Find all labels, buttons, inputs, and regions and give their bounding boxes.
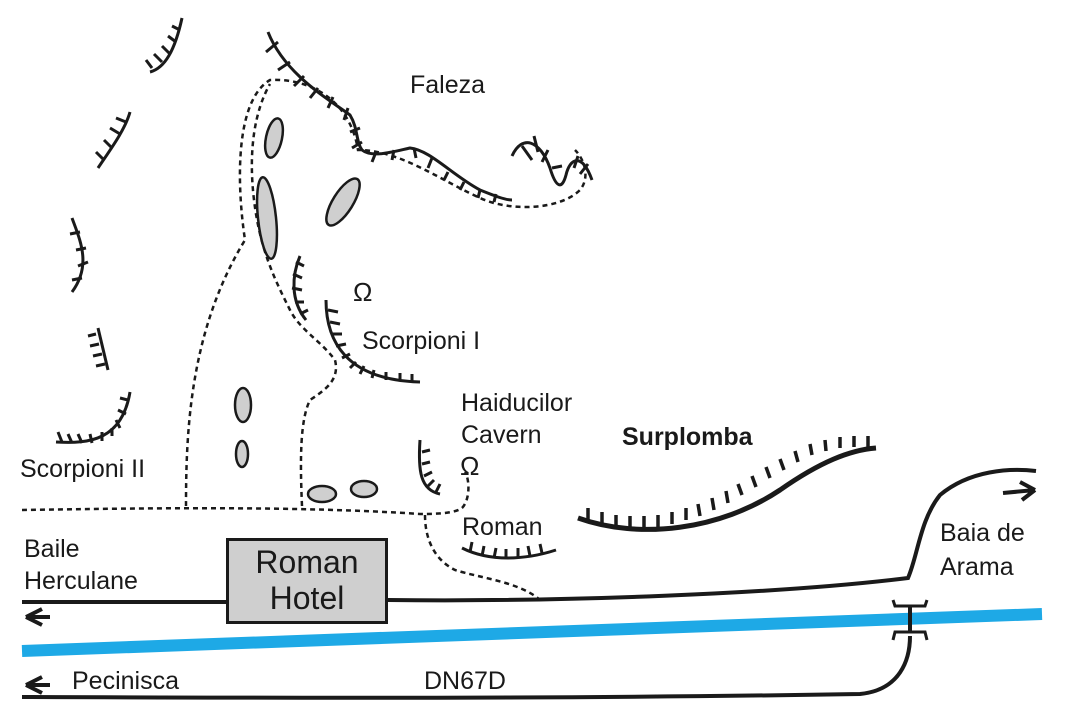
roman-hotel-box: Roman Hotel	[226, 538, 388, 624]
cliff-left-3	[70, 217, 85, 293]
label-faleza: Faleza	[410, 71, 486, 99]
cave-symbol-haiducilor: Ω	[460, 451, 480, 481]
hotel-name-line2: Hotel	[269, 580, 345, 616]
cliff-left-2	[96, 111, 132, 169]
boulder	[233, 386, 253, 424]
label-surplomba: Surplomba	[622, 423, 753, 451]
boulder	[263, 117, 285, 159]
label-haiducilor: Haiducilor	[461, 389, 573, 417]
boulder	[306, 484, 338, 504]
label-herculane: Herculane	[24, 567, 138, 595]
boulder	[234, 439, 250, 469]
cliff-surplomba	[577, 445, 877, 532]
label-arama: Arama	[940, 553, 1014, 581]
cliff-lines	[55, 17, 877, 560]
label-pecinisca: Pecinisca	[72, 667, 179, 695]
east-arrow	[1002, 480, 1037, 502]
label-baile: Baile	[24, 535, 80, 563]
road-baile-herculane	[22, 467, 1037, 627]
bridge	[891, 599, 929, 641]
river	[21, 608, 1043, 657]
hotel-name-line1: Roman	[255, 544, 359, 581]
boulders	[233, 117, 379, 504]
label-scorpioni-ii: Scorpioni II	[20, 455, 146, 483]
label-roman: Roman	[462, 513, 543, 541]
west-arrow-lower	[25, 675, 50, 695]
road-dn67d	[21, 635, 912, 700]
cliff-faleza	[266, 31, 513, 202]
boulder	[325, 177, 361, 227]
label-baia-de: Baia de	[940, 519, 1025, 547]
boulder	[255, 175, 279, 261]
label-cavern: Cavern	[461, 421, 542, 449]
cliff-topleft	[149, 17, 184, 74]
cliff-haiducilor	[417, 439, 441, 496]
cliff-left-4	[96, 327, 110, 371]
label-scorpioni-i: Scorpioni I	[362, 327, 481, 355]
west-arrow-upper	[25, 607, 50, 627]
boulder	[349, 479, 379, 499]
label-dn67d: DN67D	[424, 667, 506, 695]
cave-symbol-scorpioni: Ω	[353, 277, 373, 307]
